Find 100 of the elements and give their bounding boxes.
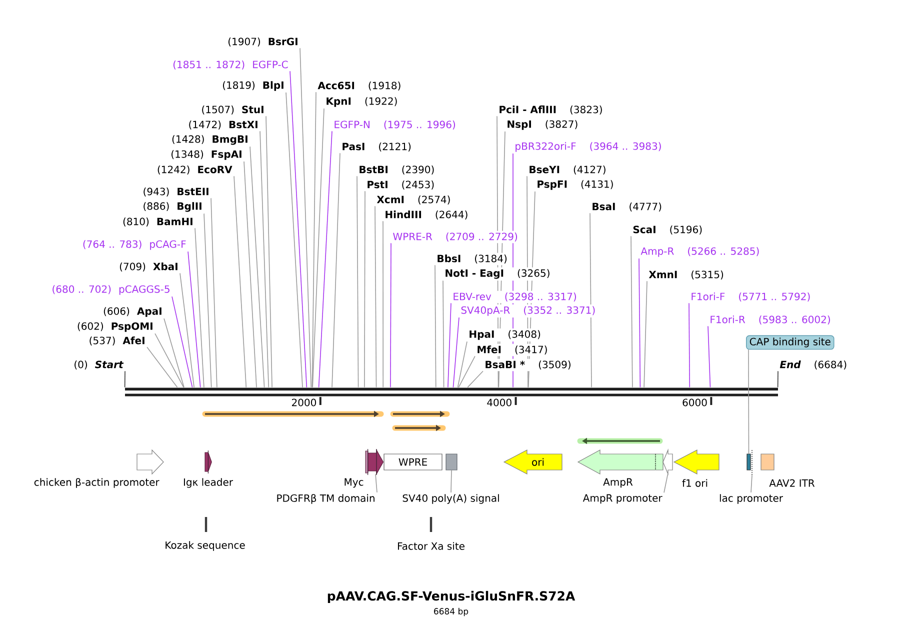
site-label: BsaI (4777) (592, 202, 662, 212)
leader-line (300, 48, 312, 388)
feature-label: chicken β-actin promoter (34, 478, 160, 488)
leader-line (467, 370, 484, 388)
leader-line (332, 152, 340, 388)
leader-line (312, 108, 324, 388)
feature-block (662, 448, 673, 476)
site-label: (810) BamHI (123, 218, 192, 226)
leader-line (528, 191, 536, 388)
feature-bar (746, 454, 751, 470)
leader-line (382, 220, 384, 388)
feature-label: AmpR promoter (582, 494, 662, 504)
leader-line (777, 370, 778, 388)
scale-label: 2000 (292, 398, 316, 406)
leader-line (210, 198, 218, 388)
site-label: (606) ApaI (104, 307, 162, 317)
leader-line (172, 296, 193, 388)
leader-line (442, 280, 444, 388)
site-label: (1428) BmgBI (172, 135, 248, 145)
scale-label: 6000 (682, 398, 707, 406)
site-label: PasI (2121) (342, 142, 411, 152)
feature-label: SV40 poly(A) signal (402, 494, 499, 504)
site-label: (943) BstEII (144, 188, 208, 196)
feature-block: ori (503, 450, 562, 474)
primer-label: EBV-rev (3298 .. 3317) (454, 292, 576, 302)
site-label: KpnI (1922) (326, 97, 397, 107)
site-label: (886) BglII (144, 202, 202, 212)
leader-line (266, 116, 272, 388)
backbone-line (125, 388, 778, 396)
sequence-end-label: End (6684) (780, 360, 846, 370)
sequence-end-label: (0) Start (74, 360, 124, 370)
feature-label: Kozak sequence (166, 541, 245, 551)
leader-line (496, 116, 499, 388)
scale-label: 4000 (487, 398, 512, 406)
site-label: HpaI (3408) (470, 330, 540, 340)
leader-line (290, 70, 308, 388)
leader-line (188, 251, 201, 388)
site-label: ScaI (5196) (633, 226, 702, 234)
leader-line (750, 474, 752, 492)
site-label: (602) PspOMI (78, 322, 152, 332)
leader-line (512, 153, 514, 388)
leader-line (688, 302, 690, 388)
leader-line (146, 346, 178, 388)
leader-line (374, 206, 377, 388)
feature-label: Myc (344, 478, 364, 488)
primer-label: F1ori-R (5983 .. 6002) (710, 316, 830, 324)
leader-line (234, 176, 247, 388)
leader-line (260, 130, 270, 388)
primer-label: pBR322ori-F (3964 .. 3983) (516, 142, 661, 152)
primer-label: (680 .. 702) pCAGGS-5 (52, 285, 170, 295)
title: pAAV.CAG.SF-Venus-iGluSnFR.S72A (328, 590, 576, 604)
feature-label: Igκ leader (184, 478, 234, 488)
site-label: (1819) BlpI (223, 81, 284, 91)
feature-label: Factor Xa site (398, 542, 464, 550)
primer-label: F1ori-F (5771 .. 5792) (692, 292, 810, 302)
primer-label: WPRE-R (2709 .. 2729) (393, 232, 518, 242)
site-label: PciI - AflIII (3823) (500, 106, 602, 114)
leader-line (458, 356, 476, 388)
leader-line (164, 318, 184, 388)
leader-line (448, 302, 452, 388)
site-label: (1472) BstXI (189, 120, 258, 130)
primer-label: EGFP-N (1975 .. 1996) (334, 120, 456, 130)
feature-box: WPRE (384, 454, 442, 470)
site-label: BseYI (4127) (530, 166, 606, 174)
site-label: HindIII (2644) (386, 210, 468, 220)
leader-line (664, 474, 668, 493)
site-label: (1907) BsrGI (228, 38, 298, 46)
site-label: BsaBI * (3509) (486, 360, 570, 370)
site-label: Acc65I (1918) (318, 82, 400, 90)
leader-line (250, 146, 265, 388)
feature-label: f1 ori (682, 479, 708, 487)
site-label: XcmI (2574) (376, 196, 450, 204)
leader-line (630, 236, 633, 388)
leader-line (154, 333, 184, 388)
site-label: (537) AfeI (90, 336, 144, 346)
feature-label: AmpR (603, 478, 633, 488)
feature-box (446, 454, 458, 470)
leader-line (375, 474, 378, 493)
leader-line (452, 317, 460, 388)
feature-label: lac promoter (720, 494, 783, 504)
site-label: MfeI (3417) (478, 346, 547, 354)
leader-line (644, 280, 648, 388)
feature-block (368, 448, 384, 476)
leader-line (708, 326, 711, 388)
leader-line (286, 92, 303, 388)
primer-label: (764 .. 783) pCAG-F (83, 240, 186, 250)
site-label: NotI - EagI (3265) (446, 269, 550, 279)
leader-line (450, 470, 452, 492)
primer-label: SV40pA-R (3352 .. 3371) (461, 306, 595, 316)
primer-label: (1851 .. 1872) EGFP-C (173, 60, 288, 70)
site-label: BbsI (3184) (438, 254, 507, 264)
leader-line (434, 264, 436, 388)
leader-line (590, 212, 592, 388)
site-label: (709) XbaI (120, 262, 178, 272)
site-label: (1348) FspAI (172, 150, 242, 160)
site-label: (1507) StuI (202, 106, 264, 114)
label-tag: CAP binding site (746, 335, 834, 350)
leader-line (457, 341, 468, 388)
leader-line (318, 130, 332, 388)
leader-line (194, 228, 204, 388)
